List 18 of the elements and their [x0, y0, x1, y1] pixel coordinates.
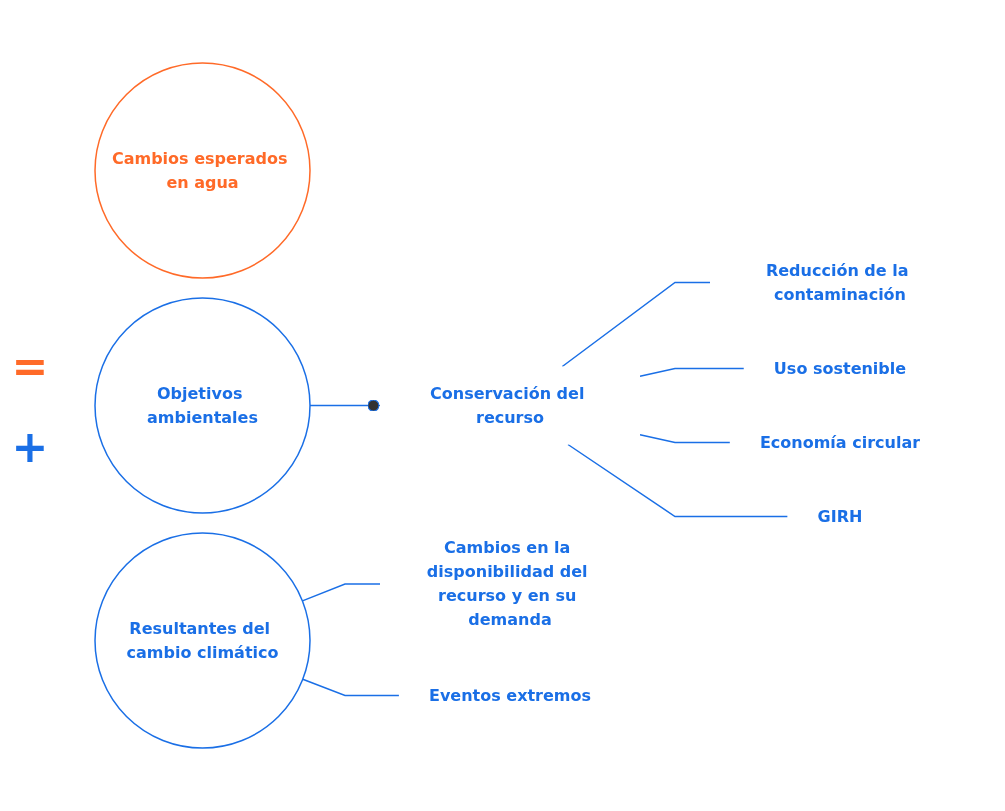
node-circle: Cambios esperados en agua	[94, 62, 311, 279]
connector	[567, 443, 789, 518]
connector	[301, 583, 381, 602]
node-text: Eventos extremos	[428, 685, 592, 705]
node-text: Cambios en la disponibilidad del recurso y en su demanda	[426, 538, 588, 629]
connector	[302, 678, 400, 697]
connector	[639, 433, 731, 444]
node-circle: Resultantes del cambio climático	[94, 532, 311, 749]
connector	[639, 367, 745, 378]
node-text: Reducción de la contaminación	[765, 260, 909, 304]
node-text: Economía circular	[759, 432, 921, 452]
connector	[561, 281, 711, 368]
node-circle: Objetivos ambientales	[94, 297, 311, 514]
node-text: Uso sostenible	[773, 358, 907, 378]
node-text: GIRH	[817, 506, 863, 526]
operator-symbol: =	[11, 339, 49, 391]
node-text: Conservación del recurso	[430, 383, 585, 427]
operator-symbol: +	[11, 420, 49, 472]
